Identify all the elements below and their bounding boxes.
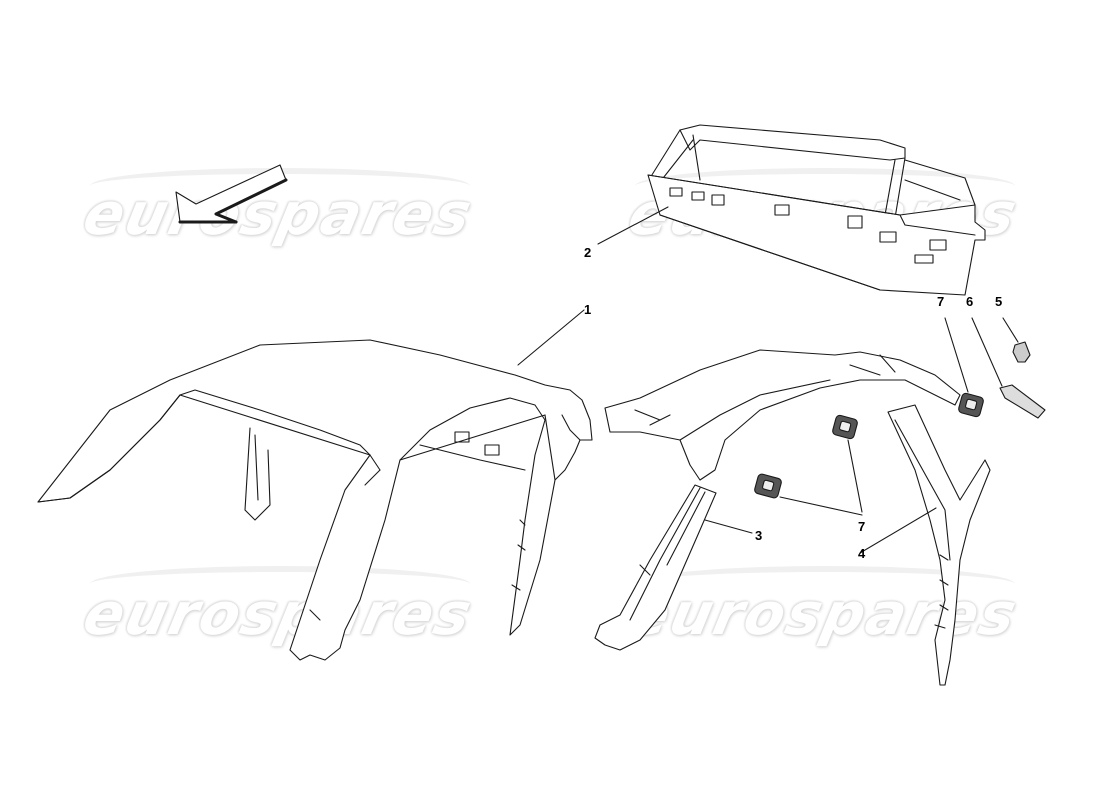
part-a-pillar-arch (604, 349, 961, 481)
callout-1: 1 (584, 302, 592, 317)
leader-line-5 (1002, 317, 1019, 343)
watermark-swoosh (635, 168, 1015, 204)
grommet-3 (958, 392, 984, 418)
part-rear-roll-frame (647, 124, 986, 296)
watermark-swoosh (90, 566, 470, 602)
leader-line-4 (859, 507, 937, 554)
leader-line-3 (704, 519, 753, 534)
callout-6: 6 (966, 294, 974, 309)
leader-line-6 (971, 317, 1003, 387)
leader-line-7c (944, 317, 969, 393)
part-trim-cover (999, 384, 1046, 419)
leader-line-2 (597, 206, 669, 245)
leader-line-1 (517, 309, 585, 366)
part-bracket (1012, 341, 1031, 363)
part-roof (37, 339, 593, 661)
leader-line-7a (779, 496, 863, 516)
callout-4: 4 (858, 546, 866, 561)
part-b-pillar (887, 404, 991, 686)
callout-7: 7 (937, 294, 945, 309)
direction-arrow-icon (175, 164, 288, 224)
leader-line-7b (847, 439, 863, 513)
callout-5: 5 (995, 294, 1003, 309)
grommet-1 (754, 473, 782, 499)
watermark-swoosh (635, 566, 1015, 602)
part-a-pillar (594, 484, 717, 651)
grommet-2 (832, 414, 858, 440)
callout-2: 2 (584, 245, 592, 260)
callout-7: 7 (858, 519, 866, 534)
callout-3: 3 (755, 528, 763, 543)
